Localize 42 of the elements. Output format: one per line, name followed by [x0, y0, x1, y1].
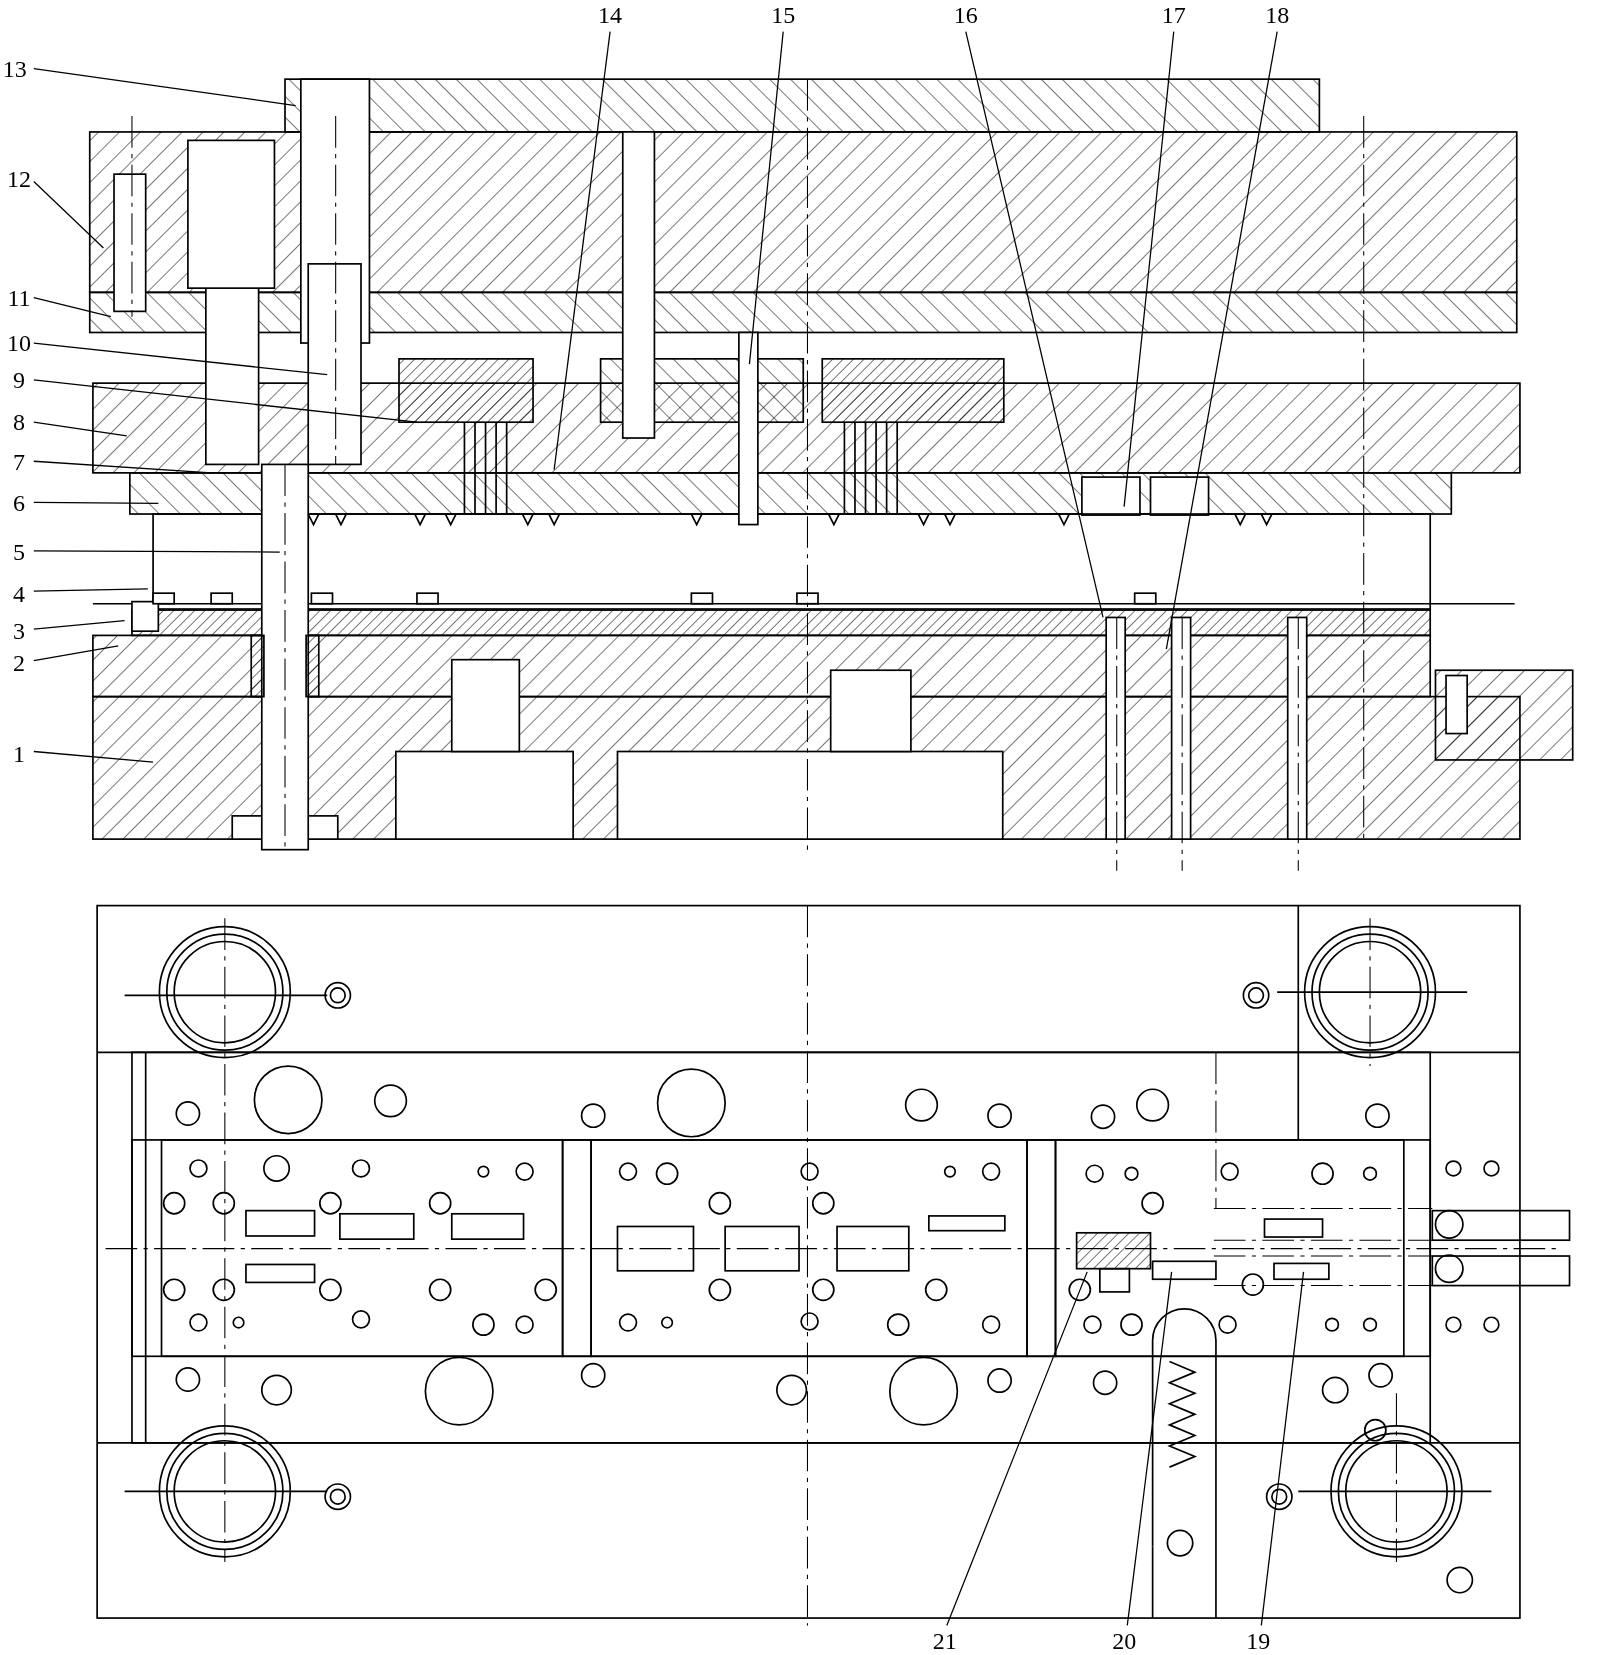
leader-line — [33, 67, 297, 107]
callout-number: 9 — [13, 368, 25, 392]
callout-number: 17 — [1161, 2, 1186, 27]
callout-number: 18 — [1265, 2, 1290, 27]
callout-number: 12 — [7, 167, 31, 192]
callout-number: 10 — [7, 331, 31, 356]
callout-number: 14 — [598, 2, 623, 27]
leader-line — [33, 421, 128, 437]
callout-number: 19 — [1246, 1629, 1271, 1654]
leader-line — [1165, 31, 1278, 650]
leader-line — [748, 31, 784, 365]
callout-number: 1 — [13, 741, 25, 766]
callout-number: 2 — [13, 650, 25, 675]
leader-line — [33, 501, 159, 505]
callout-number: 16 — [953, 2, 978, 27]
leader-line — [33, 550, 281, 553]
callout-number: 21 — [932, 1629, 957, 1654]
callout-number: 13 — [2, 56, 27, 81]
callout-number: 8 — [13, 410, 25, 435]
leader-line — [33, 379, 418, 423]
leader-line — [33, 297, 112, 318]
leader-line — [946, 1271, 1088, 1627]
leader-line — [1126, 1271, 1173, 1627]
callout-number: 15 — [771, 2, 796, 27]
leader-line — [33, 588, 149, 592]
callout-number: 3 — [13, 619, 25, 644]
leader-line — [553, 31, 611, 471]
leader-line — [33, 342, 328, 376]
callout-number: 4 — [13, 582, 25, 607]
leader-line — [33, 460, 212, 474]
leader-line — [1260, 1271, 1305, 1627]
callout-number: 20 — [1112, 1629, 1137, 1654]
leader-line — [33, 620, 126, 630]
callout-number: 7 — [13, 450, 25, 475]
leader-line — [33, 645, 119, 662]
leader-line — [33, 750, 154, 763]
leader-line — [965, 31, 1104, 619]
callout-number: 6 — [13, 491, 25, 516]
leader-line — [1123, 31, 1175, 508]
leader-line — [33, 180, 105, 249]
callout-number: 5 — [13, 540, 25, 565]
callout-number: 11 — [7, 285, 31, 310]
